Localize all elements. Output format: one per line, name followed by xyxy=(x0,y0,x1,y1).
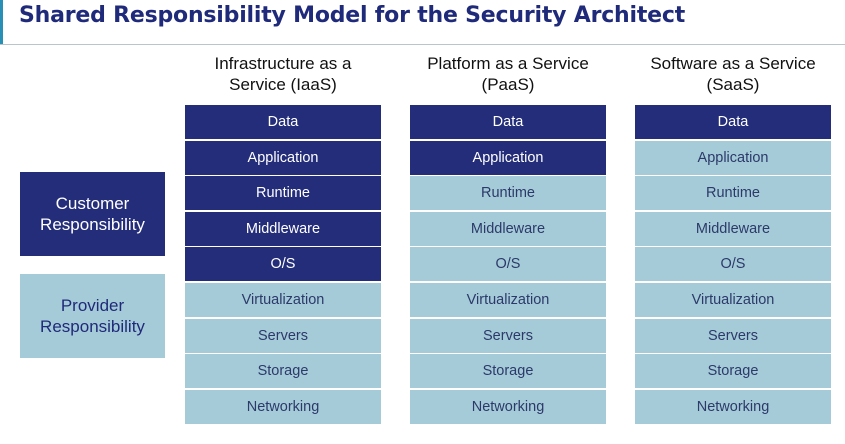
layer-virtualization: Virtualization xyxy=(635,282,831,317)
layer-runtime: Runtime xyxy=(410,176,606,211)
layer-virtualization: Virtualization xyxy=(410,282,606,317)
column-header-line2: (SaaS) xyxy=(706,75,760,94)
layer-middleware: Middleware xyxy=(185,211,381,246)
layer-storage: Storage xyxy=(185,354,381,389)
layer-networking: Networking xyxy=(185,389,381,424)
layer-storage: Storage xyxy=(410,354,606,389)
legend-provider-responsibility: Provider Responsibility xyxy=(20,274,165,358)
layer-runtime: Runtime xyxy=(635,176,831,211)
layer-o-s: O/S xyxy=(410,247,606,282)
layer-application: Application xyxy=(410,140,606,175)
layer-storage: Storage xyxy=(635,354,831,389)
column-header-line1: Platform as a Service xyxy=(427,54,589,73)
legend-customer-responsibility: Customer Responsibility xyxy=(20,172,165,256)
layer-servers: Servers xyxy=(185,318,381,353)
column-header-line2: (PaaS) xyxy=(481,75,535,94)
layer-runtime: Runtime xyxy=(185,176,381,211)
layer-o-s: O/S xyxy=(635,247,831,282)
layer-networking: Networking xyxy=(410,389,606,424)
layer-data: Data xyxy=(410,105,606,139)
layer-o-s: O/S xyxy=(185,247,381,282)
layer-application: Application xyxy=(185,140,381,175)
column-header-line2: Service (IaaS) xyxy=(229,75,337,94)
layer-servers: Servers xyxy=(635,318,831,353)
column-header-line1: Infrastructure as a xyxy=(214,54,352,73)
column-header: Infrastructure as a Service (IaaS) xyxy=(185,53,381,95)
column-header-line1: Software as a Service xyxy=(650,54,816,73)
layer-middleware: Middleware xyxy=(635,211,831,246)
title-accent-bar xyxy=(0,0,3,44)
layer-application: Application xyxy=(635,140,831,175)
layer-virtualization: Virtualization xyxy=(185,282,381,317)
page-title: Shared Responsibility Model for the Secu… xyxy=(19,3,686,28)
column-header: Software as a Service (SaaS) xyxy=(635,53,831,95)
layer-networking: Networking xyxy=(635,389,831,424)
layer-middleware: Middleware xyxy=(410,211,606,246)
layer-servers: Servers xyxy=(410,318,606,353)
layer-data: Data xyxy=(635,105,831,139)
title-bar: Shared Responsibility Model for the Secu… xyxy=(0,0,845,45)
layer-data: Data xyxy=(185,105,381,139)
column-header: Platform as a Service (PaaS) xyxy=(410,53,606,95)
